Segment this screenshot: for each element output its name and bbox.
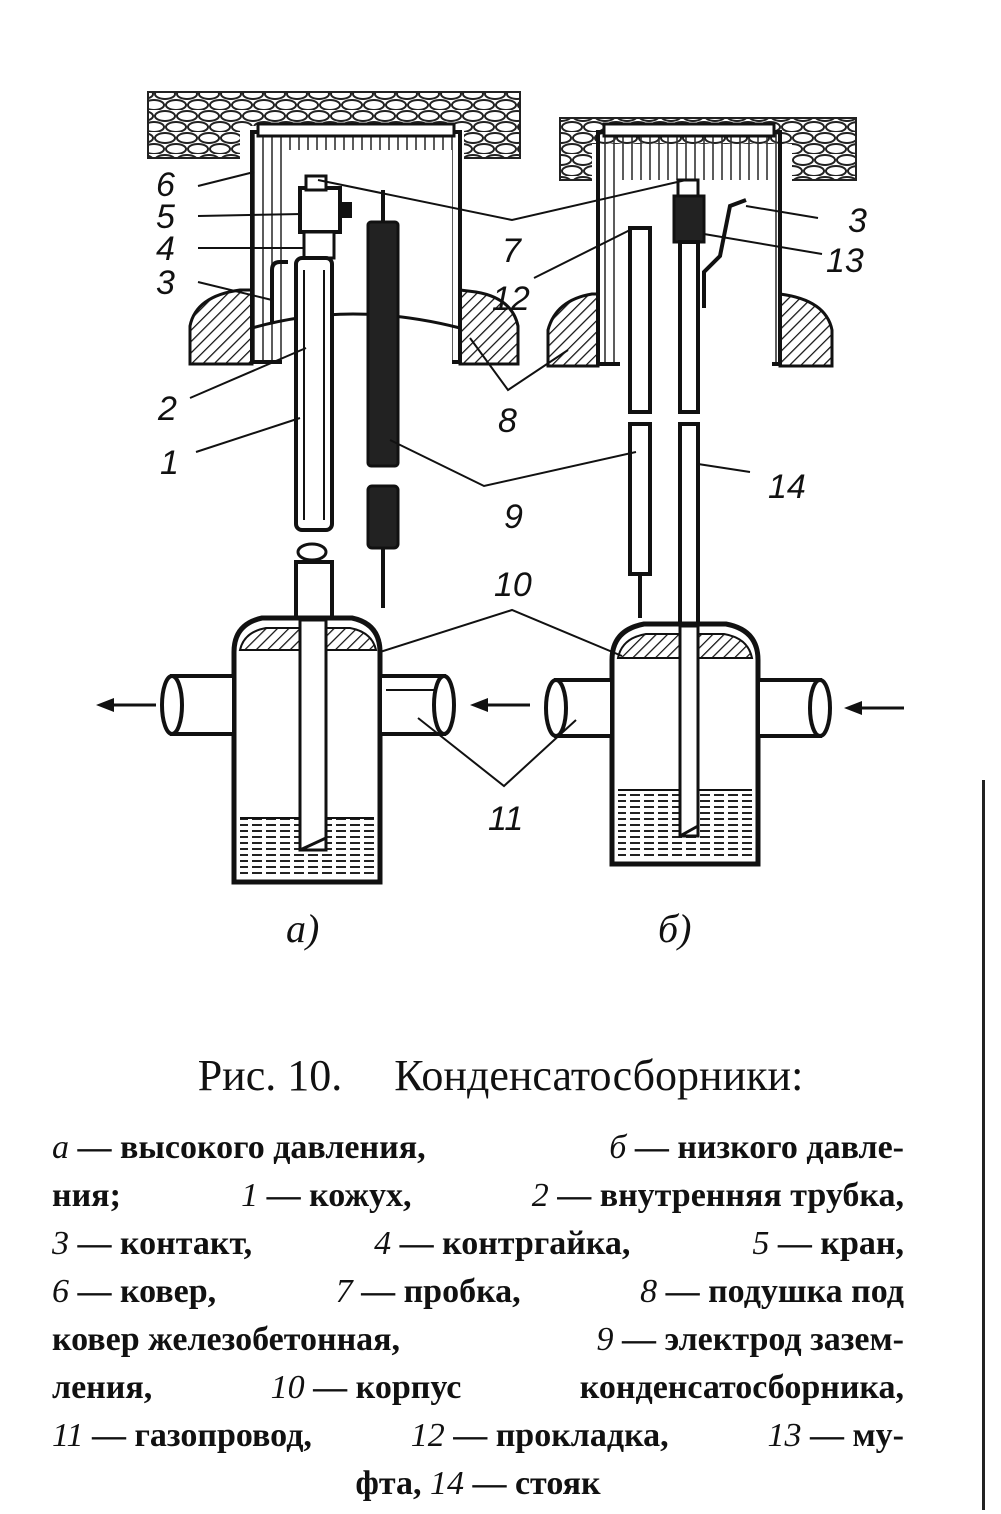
legend-text: ния;	[52, 1177, 121, 1214]
callout-5: 5	[156, 198, 175, 236]
legend-text: — контргайка,	[399, 1225, 631, 1262]
sublabel-a: а)	[286, 906, 319, 951]
figure-number: Рис. 10.	[197, 1051, 343, 1100]
legend-key: 1	[241, 1177, 259, 1214]
riser-b	[678, 240, 700, 414]
legend-key: а	[52, 1129, 69, 1166]
legend-text: конденсатосборника,	[579, 1369, 904, 1406]
legend-text: — корпус	[313, 1369, 462, 1406]
legend-text: — подушка под	[665, 1273, 904, 1310]
legend-text: — внутренняя трубка,	[557, 1177, 904, 1214]
figure-title: Конденсатосборники:	[394, 1051, 804, 1100]
legend-text: — электрод зазем-	[622, 1321, 904, 1358]
callout-13: 13	[826, 242, 864, 280]
legend-key: 5	[752, 1225, 770, 1262]
electrode-a	[366, 220, 400, 468]
figure-caption-title: Рис. 10. Конденсатосборники:	[0, 1050, 1001, 1101]
callout-14: 14	[768, 468, 806, 506]
legend-key: 13	[767, 1417, 802, 1454]
scan-edge-line	[982, 780, 985, 1510]
electrode-b	[628, 226, 652, 414]
callout-2: 2	[157, 390, 177, 428]
legend-line-8: фта, 14 — стояк	[52, 1460, 904, 1508]
legend-text: — газопровод,	[91, 1417, 312, 1454]
callout-3-a: 3	[156, 264, 175, 302]
condensate-collector-diagram: 6 5 4 3 2 1 7 12 8 9 10 11 3 13 14 а) б)	[96, 91, 904, 951]
legend-text: — высокого давления,	[77, 1129, 426, 1166]
coupling-b	[672, 194, 706, 244]
callout-3-b: 3	[848, 202, 867, 240]
legend-text: — кран,	[777, 1225, 904, 1262]
flow-arrow-b	[844, 701, 904, 715]
legend-text: — контакт,	[77, 1225, 253, 1262]
legend-key: 8	[640, 1273, 658, 1310]
legend-key: 6	[52, 1273, 69, 1310]
legend-line-2: ния; 1 — кожух, 2 — внутренняя трубка,	[52, 1172, 904, 1220]
legend-text: — низкого давле-	[634, 1129, 904, 1166]
contact-a	[270, 260, 288, 322]
legend-text: — ковер,	[77, 1273, 217, 1310]
legend-key: 2	[531, 1177, 549, 1214]
callout-12: 12	[492, 280, 530, 318]
legend-key: 12	[410, 1417, 445, 1454]
figure-legend: а — высокого давления, б — низкого давле…	[52, 1124, 904, 1508]
legend-line-3: 3 — контакт, 4 — контргайка, 5 — кран,	[52, 1220, 904, 1268]
legend-key: 11	[52, 1417, 84, 1454]
legend-text: ковер железобетонная,	[52, 1321, 401, 1358]
legend-key: 10	[270, 1369, 305, 1406]
legend-text: — прокладка,	[453, 1417, 669, 1454]
assembly-a	[96, 91, 530, 885]
callout-1: 1	[160, 444, 179, 482]
flow-arrow-right-a	[470, 698, 530, 712]
casing-a	[294, 256, 334, 532]
legend-key: б	[609, 1129, 627, 1166]
legend-key: 3	[52, 1225, 69, 1262]
callout-10: 10	[494, 566, 532, 604]
cushion-b	[546, 292, 600, 368]
callout-8: 8	[498, 402, 517, 440]
legend-text: — стояк	[472, 1465, 601, 1502]
callout-6: 6	[156, 166, 175, 204]
legend-text: фта,	[355, 1465, 422, 1502]
cushion-a	[188, 288, 254, 366]
assembly-b	[544, 117, 904, 867]
legend-text: — кожух,	[266, 1177, 412, 1214]
legend-key: 7	[335, 1273, 353, 1310]
flow-arrow-left-a	[96, 698, 156, 712]
legend-key: 4	[374, 1225, 392, 1262]
sublabel-b: б)	[658, 906, 691, 951]
legend-line-1: а — высокого давления, б — низкого давле…	[52, 1124, 904, 1172]
contact-b	[702, 198, 747, 308]
legend-key: 14	[429, 1465, 464, 1502]
legend-key: 9	[596, 1321, 614, 1358]
legend-text: ления,	[52, 1369, 153, 1406]
legend-line-6: ления, 10 — корпус конденсатосборника,	[52, 1364, 904, 1412]
legend-line-7: 11 — газопровод, 12 — прокладка, 13 — му…	[52, 1412, 904, 1460]
callout-11: 11	[488, 800, 523, 838]
callout-9: 9	[504, 498, 523, 536]
legend-line-4: 6 — ковер, 7 — пробка, 8 — подушка под	[52, 1268, 904, 1316]
valve-a	[298, 186, 342, 234]
leader-lines	[189, 171, 823, 788]
callout-7: 7	[502, 232, 522, 270]
legend-text: — пробка,	[361, 1273, 521, 1310]
legend-line-5: ковер железобетонная, 9 — электрод зазем…	[52, 1316, 904, 1364]
callout-4: 4	[156, 230, 175, 268]
legend-text: — му-	[810, 1417, 904, 1454]
